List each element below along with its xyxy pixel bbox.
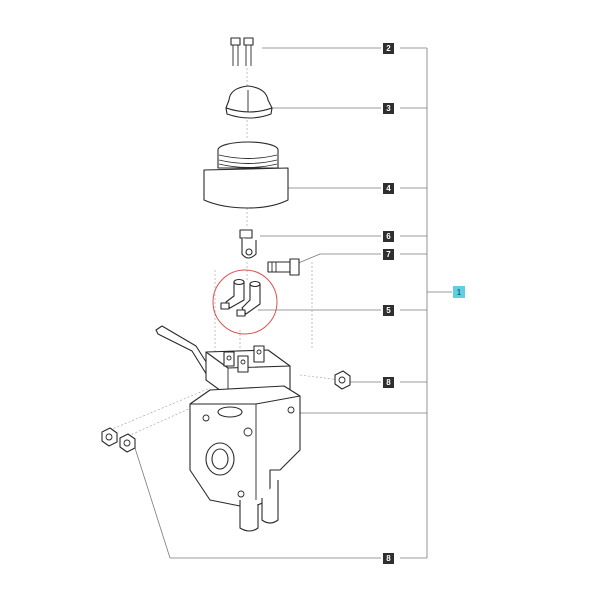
highlight-circle — [212, 269, 278, 335]
fittings-part-5 — [212, 269, 278, 335]
callout-label-5[interactable]: 5 — [383, 305, 394, 316]
assembly-guide-lines — [109, 68, 341, 437]
bolt-part-7 — [267, 258, 300, 276]
assembly-label-1[interactable]: 1 — [453, 286, 465, 298]
callout-label-7[interactable]: 7 — [383, 249, 394, 260]
nuts-part-8 — [101, 370, 351, 453]
nut-block-part-4 — [203, 141, 289, 209]
callout-label-3[interactable]: 3 — [383, 103, 394, 114]
callout-label-2[interactable]: 2 — [383, 43, 394, 54]
plunger-part-6 — [239, 229, 257, 259]
callout-label-6[interactable]: 6 — [383, 231, 394, 242]
leader-lines — [134, 47, 452, 559]
callout-label-4[interactable]: 4 — [383, 183, 394, 194]
callout-label-8-bottom[interactable]: 8 — [383, 553, 394, 564]
valve-body — [189, 345, 301, 532]
cap-part-3 — [225, 85, 273, 119]
callout-label-8-top[interactable]: 8 — [383, 377, 394, 388]
screws-part-2 — [230, 37, 254, 66]
